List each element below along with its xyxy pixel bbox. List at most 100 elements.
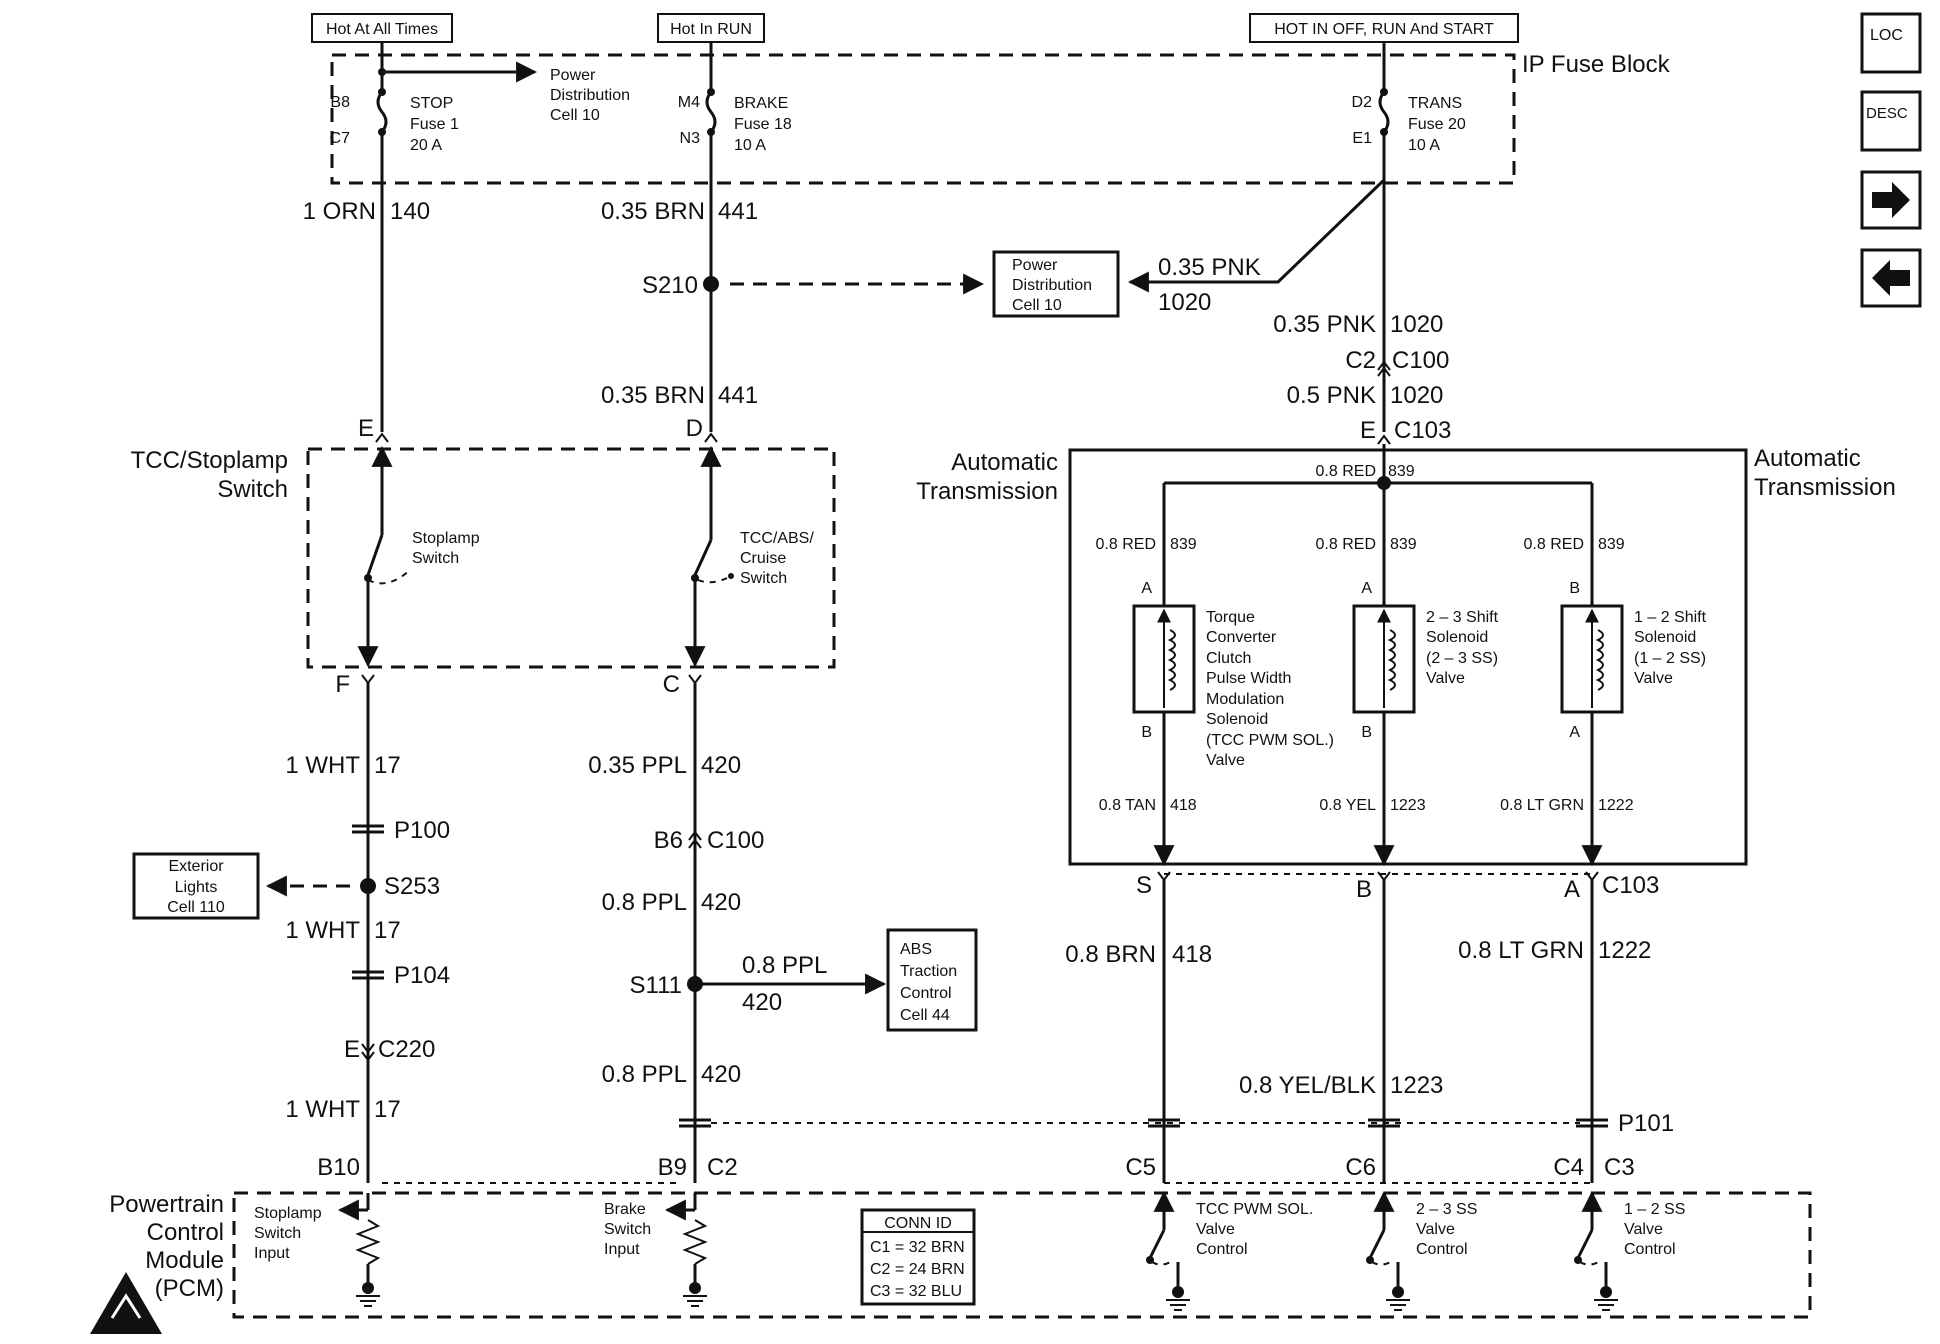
wire-17c-size: 1 WHT xyxy=(285,1096,360,1123)
pcm-input-brake-l2: Switch xyxy=(604,1221,651,1238)
pcm-12ss-control-symbol xyxy=(1574,1190,1618,1311)
sw-conn-f: F xyxy=(335,671,350,698)
wire-420d-size: 0.8 PPL xyxy=(602,1061,687,1088)
svg-text:Control: Control xyxy=(900,985,952,1002)
hot-label-off-run-start: HOT IN OFF, RUN And START xyxy=(1249,13,1519,43)
pcm-pin-c3: C3 xyxy=(1604,1154,1635,1181)
sw-conn-d-mark xyxy=(704,432,718,443)
svg-text:Distribution: Distribution xyxy=(1012,277,1092,294)
sw-conn-c: C xyxy=(663,671,680,698)
sw-conn-f-mark xyxy=(361,674,375,685)
sol-tcc-l7: (TCC PWM SOL.) xyxy=(1206,732,1334,749)
pcm-pin-c4: C4 xyxy=(1553,1154,1584,1181)
splice-s253: S253 xyxy=(384,873,440,900)
sol-tcc-l8: Valve xyxy=(1206,752,1245,769)
svg-text:ABS: ABS xyxy=(900,941,932,958)
solenoid-23-symbol xyxy=(1352,604,1416,867)
conn-c103: C103 xyxy=(1394,417,1451,444)
exterior-lights-box: Exterior Lights Cell 110 xyxy=(132,852,260,920)
wire-418-out: 0.8 BRN xyxy=(1065,941,1156,968)
sol-tcc-l4: Pulse Width xyxy=(1206,670,1291,687)
pcm-l4: (PCM) xyxy=(155,1275,224,1302)
pcm-pin-b10: B10 xyxy=(317,1154,360,1181)
svg-text:Power: Power xyxy=(1012,257,1058,274)
pcm-l2: Control xyxy=(147,1219,224,1246)
svg-text:C3 = 32 BLU: C3 = 32 BLU xyxy=(870,1283,962,1300)
wire-839-3-num: 839 xyxy=(1598,536,1625,553)
wire-17a-num: 17 xyxy=(374,752,401,779)
wire-839-top-num: 839 xyxy=(1388,463,1415,480)
pcm-stoplamp-input-symbol xyxy=(337,1193,381,1307)
sol-23-l2: Solenoid xyxy=(1426,629,1488,646)
conn-a: A xyxy=(1564,876,1580,903)
splice-s210: S210 xyxy=(642,272,698,299)
conn-c103b: C103 xyxy=(1602,872,1659,899)
wire-1223-out: 0.8 YEL/BLK xyxy=(1239,1072,1376,1099)
pcm-l3: Module xyxy=(145,1247,224,1274)
wire-839-3: 0.8 RED xyxy=(1524,536,1584,553)
pcm-input-brake-l3: Input xyxy=(604,1241,640,1258)
next-arrow-button[interactable] xyxy=(1860,170,1922,230)
wire-441a-num: 441 xyxy=(718,198,758,225)
fuse-stop-rating: 20 A xyxy=(410,137,442,154)
stoplamp-switch-l1: Stoplamp xyxy=(412,530,480,547)
sol-tcc-pin-b: B xyxy=(1141,724,1152,741)
wire-17b-size: 1 WHT xyxy=(285,917,360,944)
conn-b: B xyxy=(1356,876,1372,903)
fuse-brake-pin-top: M4 xyxy=(678,94,700,111)
fuse-trans-name: TRANS xyxy=(1408,95,1462,112)
arrow-right-icon xyxy=(1872,182,1910,218)
pcm-pin-c5: C5 xyxy=(1125,1154,1156,1181)
wire-420c-size: 0.8 PPL xyxy=(742,952,827,979)
auto-trans-box xyxy=(1068,448,1748,866)
wire-418-in: 0.8 TAN xyxy=(1099,797,1156,814)
svg-text:Hot At All Times: Hot At All Times xyxy=(326,21,438,38)
svg-text:Lights: Lights xyxy=(175,879,218,896)
auto-trans-right-l2: Transmission xyxy=(1754,474,1896,501)
svg-text:C1 = 32 BRN: C1 = 32 BRN xyxy=(870,1239,965,1256)
sol-12-pin-a: A xyxy=(1569,724,1580,741)
wire-17-column xyxy=(352,683,384,1183)
sol-12-pin-b: B xyxy=(1569,580,1580,597)
wire-420b-num: 420 xyxy=(701,889,741,916)
fuse-trans-pin-bottom: E1 xyxy=(1352,130,1372,147)
sol-tcc-l6: Solenoid xyxy=(1206,711,1268,728)
svg-text:Exterior: Exterior xyxy=(168,858,224,875)
svg-text:Traction: Traction xyxy=(900,963,957,980)
wire-1222-out: 0.8 LT GRN xyxy=(1458,937,1584,964)
conn-c220: C220 xyxy=(378,1036,435,1063)
lower-right-wires xyxy=(1148,880,1608,1183)
power-dist-top-l2: Distribution xyxy=(550,87,630,104)
auto-trans-left-l1: Automatic xyxy=(951,449,1058,476)
pass-p101: P101 xyxy=(1618,1110,1674,1137)
svg-text:CONN ID: CONN ID xyxy=(884,1215,952,1232)
pass-p104: P104 xyxy=(394,962,450,989)
hot-label-all-times: Hot At All Times xyxy=(311,13,453,43)
esd-warning-icon xyxy=(90,1272,162,1334)
wire-1020-pnk-size: 0.35 PNK xyxy=(1158,254,1261,281)
wire-1020b-num: 1020 xyxy=(1390,382,1443,409)
wire-brake-column xyxy=(705,42,717,432)
wire-trans-column xyxy=(1127,42,1390,432)
sol-tcc-pin-a: A xyxy=(1141,580,1152,597)
loc-button-label: LOC xyxy=(1870,27,1903,44)
prev-arrow-button[interactable] xyxy=(1860,248,1922,308)
pcm-l1: Powertrain xyxy=(109,1191,224,1218)
fuse-trans-pin-top: D2 xyxy=(1352,94,1373,111)
tcc-abs-cruise-switch-symbol xyxy=(684,445,734,668)
pcm-output-12ss-l1: 1 – 2 SS xyxy=(1624,1201,1685,1218)
wire-420c-num: 420 xyxy=(742,989,782,1016)
desc-button[interactable]: DESC xyxy=(1860,90,1922,152)
fuse-trans-rating: 10 A xyxy=(1408,137,1440,154)
wire-420b-size: 0.8 PPL xyxy=(602,889,687,916)
conn-id-table: CONN ID C1 = 32 BRN C2 = 24 BRN C3 = 32 … xyxy=(860,1208,976,1306)
tcc-stoplamp-switch-outline xyxy=(306,447,836,669)
wire-1222-in-num: 1222 xyxy=(1598,797,1634,814)
fuse-brake-fuse: Fuse 18 xyxy=(734,116,792,133)
wire-17b-num: 17 xyxy=(374,917,401,944)
loc-button[interactable]: LOC xyxy=(1860,12,1922,74)
pcm-input-stoplamp-l1: Stoplamp xyxy=(254,1205,322,1222)
sw-conn-e: E xyxy=(358,415,374,442)
pcm-brake-input-symbol xyxy=(664,1193,708,1307)
wire-140-num: 140 xyxy=(390,198,430,225)
